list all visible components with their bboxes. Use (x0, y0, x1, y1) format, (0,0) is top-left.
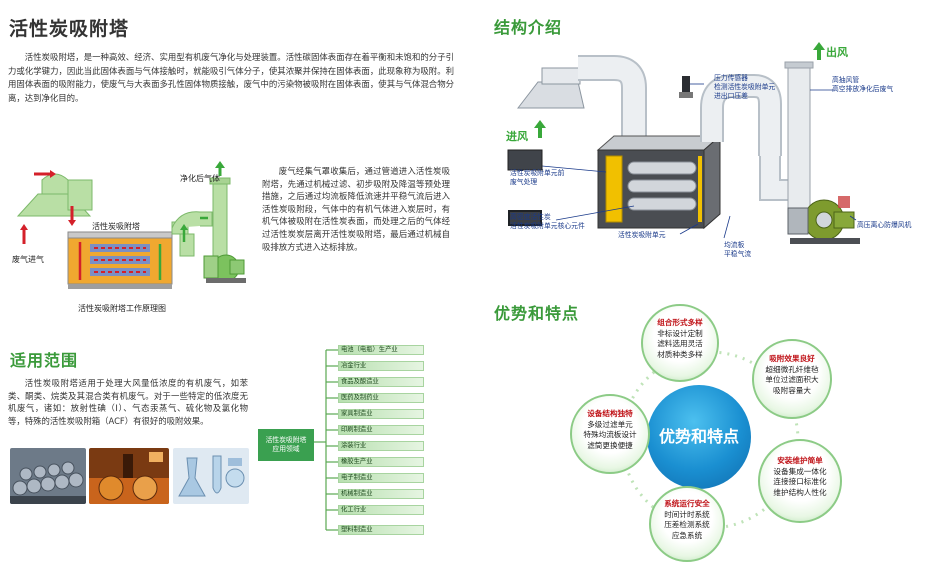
feature-title: 设备结构独特 (587, 409, 633, 418)
feature-line: 多级过滤单元 (587, 419, 633, 429)
feature-bubble-structure: 设备结构独特 多级过滤单元 特殊均流板设计 滤筒更换便捷 (570, 394, 650, 474)
sensor-label: 压力传感器 检测活性炭吸附单元 进出口压差 (714, 74, 775, 101)
feature-bubble-combination: 组合形式多样 非标设计定制 滤料选用灵活 材质种类多样 (641, 304, 719, 382)
feature-title: 吸附效果良好 (769, 354, 815, 363)
feature-line: 超细微孔纤维毡 (765, 364, 819, 374)
scope-paragraph: 活性炭吸附塔适用于处理大风量低浓度的有机废气，如苯类、酮类、烷类及其混合类有机废… (8, 378, 248, 426)
feature-line: 单位过滤面积大 (765, 375, 819, 384)
carbon-core-label-2: 活性炭吸附单元核心元件 (510, 222, 585, 230)
feature-line: 吸附容量大 (773, 385, 811, 395)
feature-line: 时间计时系统 (664, 509, 710, 519)
pipe-label-1: 高抽风管 (832, 76, 860, 84)
sensor-label-3: 进出口压差 (714, 92, 748, 100)
carbon-core-label-1: 高密度活性炭 (510, 213, 551, 221)
structure-title: 结构介绍 (494, 18, 563, 37)
application-field-box: 活性炭吸附塔 应用领域 (258, 429, 314, 461)
carbon-core-label: 高密度活性炭 活性炭吸附单元核心元件 (510, 213, 585, 231)
pipe-label-2: 高空排放净化后废气 (832, 85, 894, 93)
tower-label: 活性炭吸附塔 (92, 222, 140, 231)
pretreatment-label-1: 活性炭吸附单元前 (510, 169, 565, 177)
feature-line: 应急系统 (671, 530, 703, 540)
features-title: 优势和特点 (494, 304, 580, 323)
feature-line: 连接接口标准化 (773, 477, 827, 486)
application-item: 电池（电瓶）生产业 (338, 345, 424, 355)
pretreatment-label-2: 废气处理 (510, 178, 538, 186)
adsorption-unit-label: 活性炭吸附单元 (618, 231, 666, 239)
sensor-label-2: 检测活性炭吸附单元 (714, 83, 776, 91)
features-center-bubble: 优势和特点 (647, 385, 751, 489)
application-item: 机械制造业 (338, 489, 424, 499)
application-field-label-1: 活性炭吸附塔 (265, 436, 307, 444)
exhaust-label: 净化后气体 (180, 174, 220, 183)
structure-diagram (507, 42, 860, 244)
pipe-label: 高抽风管 高空排放净化后废气 (832, 76, 893, 94)
application-field-label-2: 应用领域 (272, 445, 300, 453)
inlet-arrow-label: 进风 (506, 130, 528, 143)
application-item: 塑料制造业 (338, 525, 424, 535)
application-item: 电子制造业 (338, 473, 424, 483)
intro-paragraph: 活性炭吸附塔，是一种高效、经济、实用型有机废气净化与处理装置。活性碳固体表面存在… (8, 52, 454, 103)
application-item: 涂装行业 (338, 441, 424, 451)
flow-plate-label-2: 平稳气流 (724, 250, 752, 258)
application-item: 食品及酿造业 (338, 377, 424, 387)
feature-title: 安装维护简单 (777, 456, 823, 465)
feature-bubble-maintenance: 安装维护简单 设备集成一体化 连接接口标准化 维护结构人性化 (758, 439, 842, 523)
application-item: 印刷制造业 (338, 425, 424, 435)
laboratory-image (173, 448, 249, 504)
feature-line: 特殊均流板设计 (583, 430, 637, 439)
application-item: 化工行业 (338, 505, 424, 515)
feature-line: 压差检测系统 (664, 520, 710, 529)
pretreatment-label: 活性炭吸附单元前 废气处理 (510, 169, 564, 187)
industrial-plant-image (89, 448, 169, 504)
feature-line: 滤筒更换便捷 (587, 440, 633, 450)
flow-plate-label: 均流板 平稳气流 (724, 241, 751, 259)
outlet-arrow-label: 出风 (826, 46, 848, 59)
application-item: 冶金行业 (338, 361, 424, 371)
feature-title: 组合形式多样 (657, 318, 703, 327)
feature-line: 滤料选用灵活 (657, 339, 703, 348)
sensor-label-1: 压力传感器 (714, 74, 748, 82)
application-item: 橡胶生产业 (338, 457, 424, 467)
flow-plate-label-1: 均流板 (724, 241, 745, 249)
feature-bubble-adsorption: 吸附效果良好 超细微孔纤维毡 单位过滤面积大 吸附容量大 (752, 339, 832, 419)
application-item: 家具制造业 (338, 409, 424, 419)
feature-line: 非标设计定制 (657, 328, 703, 338)
feature-line: 设备集成一体化 (773, 466, 827, 476)
working-principle-diagram (16, 161, 246, 289)
application-item: 医药及制药业 (338, 393, 424, 403)
inlet-label: 废气进气 (12, 255, 44, 264)
feature-bubble-safety: 系统运行安全 时间计时系统 压差检测系统 应急系统 (649, 486, 725, 562)
steel-pipes-image (10, 448, 86, 504)
process-paragraph: 废气经集气罩收集后，通过管道进入活性炭吸附塔，先通过机械过滤、初步吸附及降温等预… (262, 166, 450, 252)
features-center-label: 优势和特点 (658, 427, 739, 446)
fan-label: 高压离心防爆风机 (857, 221, 912, 229)
application-tree-lines (314, 349, 338, 531)
main-title: 活性炭吸附塔 (9, 18, 130, 40)
feature-line: 材质种类多样 (657, 349, 703, 359)
feature-line: 维护结构人性化 (773, 487, 827, 497)
scope-title: 适用范围 (10, 351, 79, 370)
feature-title: 系统运行安全 (664, 499, 710, 508)
diagram-caption: 活性炭吸附塔工作原理图 (78, 304, 166, 313)
